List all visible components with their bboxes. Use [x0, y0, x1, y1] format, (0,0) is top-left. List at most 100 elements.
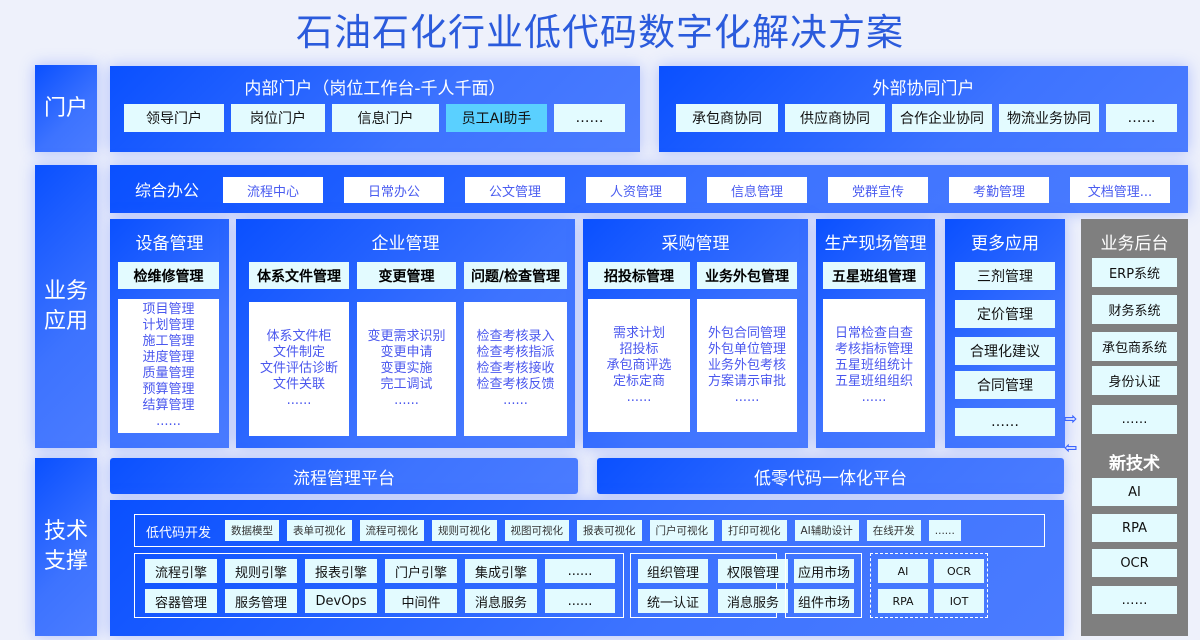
engine-item[interactable]: 门户引擎 — [385, 559, 457, 583]
engine-item[interactable]: 服务管理 — [225, 589, 297, 613]
engine-item[interactable]: 容器管理 — [145, 589, 217, 613]
enterprise-list-item[interactable]: 变更申请 — [380, 345, 433, 360]
equipment-list-item[interactable]: 质量管理 — [142, 366, 195, 381]
procurement-list-item[interactable]: 方案请示审批 — [707, 373, 786, 389]
lowcode-dev-item[interactable]: 表单可视化 — [287, 520, 352, 541]
engine-item[interactable]: ...... — [545, 589, 615, 613]
procurement-list-item[interactable]: 业务外包考核 — [707, 357, 786, 373]
new-tech-item[interactable]: RPA — [1092, 514, 1177, 542]
lowcode-dev-item[interactable]: 视图可视化 — [504, 520, 569, 541]
backend-item[interactable]: 财务系统 — [1092, 295, 1177, 324]
procurement-list-item[interactable]: 定标定商 — [612, 373, 665, 389]
procurement-list-item[interactable]: 外包合同管理 — [707, 325, 786, 341]
new-tech-item[interactable]: AI — [1092, 478, 1177, 506]
lowcode-dev-item[interactable]: ...... — [928, 520, 961, 541]
internal-portal-item[interactable]: 领导门户 — [124, 104, 224, 132]
lowcode-dev-item[interactable]: 在线开发 — [866, 520, 921, 541]
more-apps-item[interactable]: 合理化建议 — [955, 337, 1055, 365]
enterprise-list-item[interactable]: ...... — [286, 393, 312, 408]
internal-portal-item[interactable]: 岗位门户 — [231, 104, 325, 132]
org-item[interactable]: 统一认证 — [638, 589, 708, 613]
engine-item[interactable]: 报表引擎 — [305, 559, 377, 583]
new-tech-item[interactable]: OCR — [1092, 549, 1177, 577]
external-portal-item[interactable]: …… — [1106, 104, 1177, 132]
procurement-sub[interactable]: 招投标管理 — [588, 262, 690, 289]
enterprise-list-item[interactable]: 文件评估诊断 — [259, 361, 338, 376]
org-item[interactable]: 权限管理 — [718, 559, 788, 583]
market-item[interactable]: 组件市场 — [794, 589, 854, 613]
engine-item[interactable]: ...... — [545, 559, 615, 583]
production-sub[interactable]: 五星班组管理 — [823, 262, 925, 289]
office-item[interactable]: 信息管理 — [707, 177, 807, 203]
production-list-item[interactable]: ...... — [861, 389, 887, 405]
newtech-item[interactable]: IOT — [934, 589, 984, 613]
enterprise-list-item[interactable]: 检查考核录入 — [476, 329, 555, 344]
more-apps-item[interactable]: 三剂管理 — [955, 262, 1055, 290]
newtech-item[interactable]: OCR — [934, 559, 984, 583]
office-item[interactable]: 流程中心 — [223, 177, 323, 203]
external-portal-item[interactable]: 物流业务协同 — [999, 104, 1099, 132]
equipment-list-item[interactable]: 施工管理 — [142, 334, 195, 349]
enterprise-list-item[interactable]: 检查考核反馈 — [476, 377, 555, 392]
enterprise-list-item[interactable]: ...... — [394, 393, 419, 408]
backend-item[interactable]: …… — [1092, 405, 1177, 434]
org-item[interactable]: 消息服务 — [718, 589, 788, 613]
enterprise-list-item[interactable]: 变更实施 — [380, 361, 433, 376]
lowcode-dev-item[interactable]: 流程可视化 — [359, 520, 424, 541]
office-item[interactable]: 公文管理 — [465, 177, 565, 203]
backend-item[interactable]: 身份认证 — [1092, 366, 1177, 395]
engine-item[interactable]: 流程引擎 — [145, 559, 217, 583]
equipment-list-item[interactable]: 进度管理 — [142, 350, 195, 365]
lowcode-dev-item[interactable]: 数据模型 — [225, 520, 279, 541]
enterprise-list-item[interactable]: ...... — [503, 393, 528, 408]
internal-portal-item[interactable]: …… — [554, 104, 625, 132]
lowcode-platform[interactable]: 低零代码一体化平台 — [597, 458, 1064, 494]
office-item[interactable]: 日常办公 — [344, 177, 444, 203]
enterprise-sub[interactable]: 问题/检查管理 — [464, 262, 567, 289]
newtech-item[interactable]: AI — [878, 559, 928, 583]
more-apps-item[interactable]: …… — [955, 408, 1055, 436]
lowcode-dev-item[interactable]: 打印可视化 — [722, 520, 787, 541]
external-portal-item[interactable]: 供应商协同 — [785, 104, 885, 132]
enterprise-sub[interactable]: 变更管理 — [357, 262, 456, 289]
external-portal-item[interactable]: 承包商协同 — [676, 104, 778, 132]
equipment-list-item[interactable]: ...... — [156, 414, 181, 429]
lowcode-dev-item[interactable]: AI辅助设计 — [794, 520, 859, 541]
equipment-list-item[interactable]: 项目管理 — [142, 302, 195, 317]
procurement-list-item[interactable]: 外包单位管理 — [707, 341, 786, 357]
lowcode-dev-item[interactable]: 报表可视化 — [577, 520, 642, 541]
newtech-item[interactable]: RPA — [878, 589, 928, 613]
enterprise-list-item[interactable]: 变更需求识别 — [367, 329, 446, 344]
equipment-list-item[interactable]: 结算管理 — [142, 398, 195, 413]
production-list-item[interactable]: 五星班组组织 — [834, 373, 913, 389]
procurement-list-item[interactable]: ...... — [626, 389, 652, 405]
production-list-item[interactable]: 日常检查自查 — [834, 325, 913, 341]
enterprise-list-item[interactable]: 文件关联 — [272, 377, 325, 392]
procurement-list-item[interactable]: 承包商评选 — [606, 357, 672, 373]
enterprise-sub[interactable]: 体系文件管理 — [249, 262, 349, 289]
lowcode-dev-item[interactable]: 规则可视化 — [432, 520, 497, 541]
procurement-list-item[interactable]: ...... — [734, 389, 760, 405]
backend-item[interactable]: ERP系统 — [1092, 258, 1177, 287]
org-item[interactable]: 组织管理 — [638, 559, 708, 583]
enterprise-list-item[interactable]: 检查考核指派 — [476, 345, 555, 360]
enterprise-list-item[interactable]: 文件制定 — [272, 345, 325, 360]
internal-portal-item[interactable]: 员工AI助手 — [446, 104, 547, 132]
internal-portal-item[interactable]: 信息门户 — [332, 104, 439, 132]
more-apps-item[interactable]: 定价管理 — [955, 300, 1055, 328]
process-platform[interactable]: 流程管理平台 — [110, 458, 578, 494]
engine-item[interactable]: 集成引擎 — [465, 559, 537, 583]
market-item[interactable]: 应用市场 — [794, 559, 854, 583]
production-list-item[interactable]: 五星班组统计 — [834, 357, 913, 373]
office-item[interactable]: 考勤管理 — [949, 177, 1049, 203]
procurement-list-item[interactable]: 需求计划 — [612, 325, 665, 341]
procurement-sub[interactable]: 业务外包管理 — [697, 262, 797, 289]
external-portal-item[interactable]: 合作企业协同 — [892, 104, 992, 132]
engine-item[interactable]: 中间件 — [385, 589, 457, 613]
backend-item[interactable]: 承包商系统 — [1092, 332, 1177, 361]
procurement-list-item[interactable]: 招投标 — [619, 341, 659, 357]
office-item[interactable]: 人资管理 — [586, 177, 686, 203]
equipment-list-item[interactable]: 计划管理 — [142, 318, 195, 333]
production-list-item[interactable]: 考核指标管理 — [834, 341, 913, 357]
lowcode-dev-item[interactable]: 门户可视化 — [649, 520, 714, 541]
